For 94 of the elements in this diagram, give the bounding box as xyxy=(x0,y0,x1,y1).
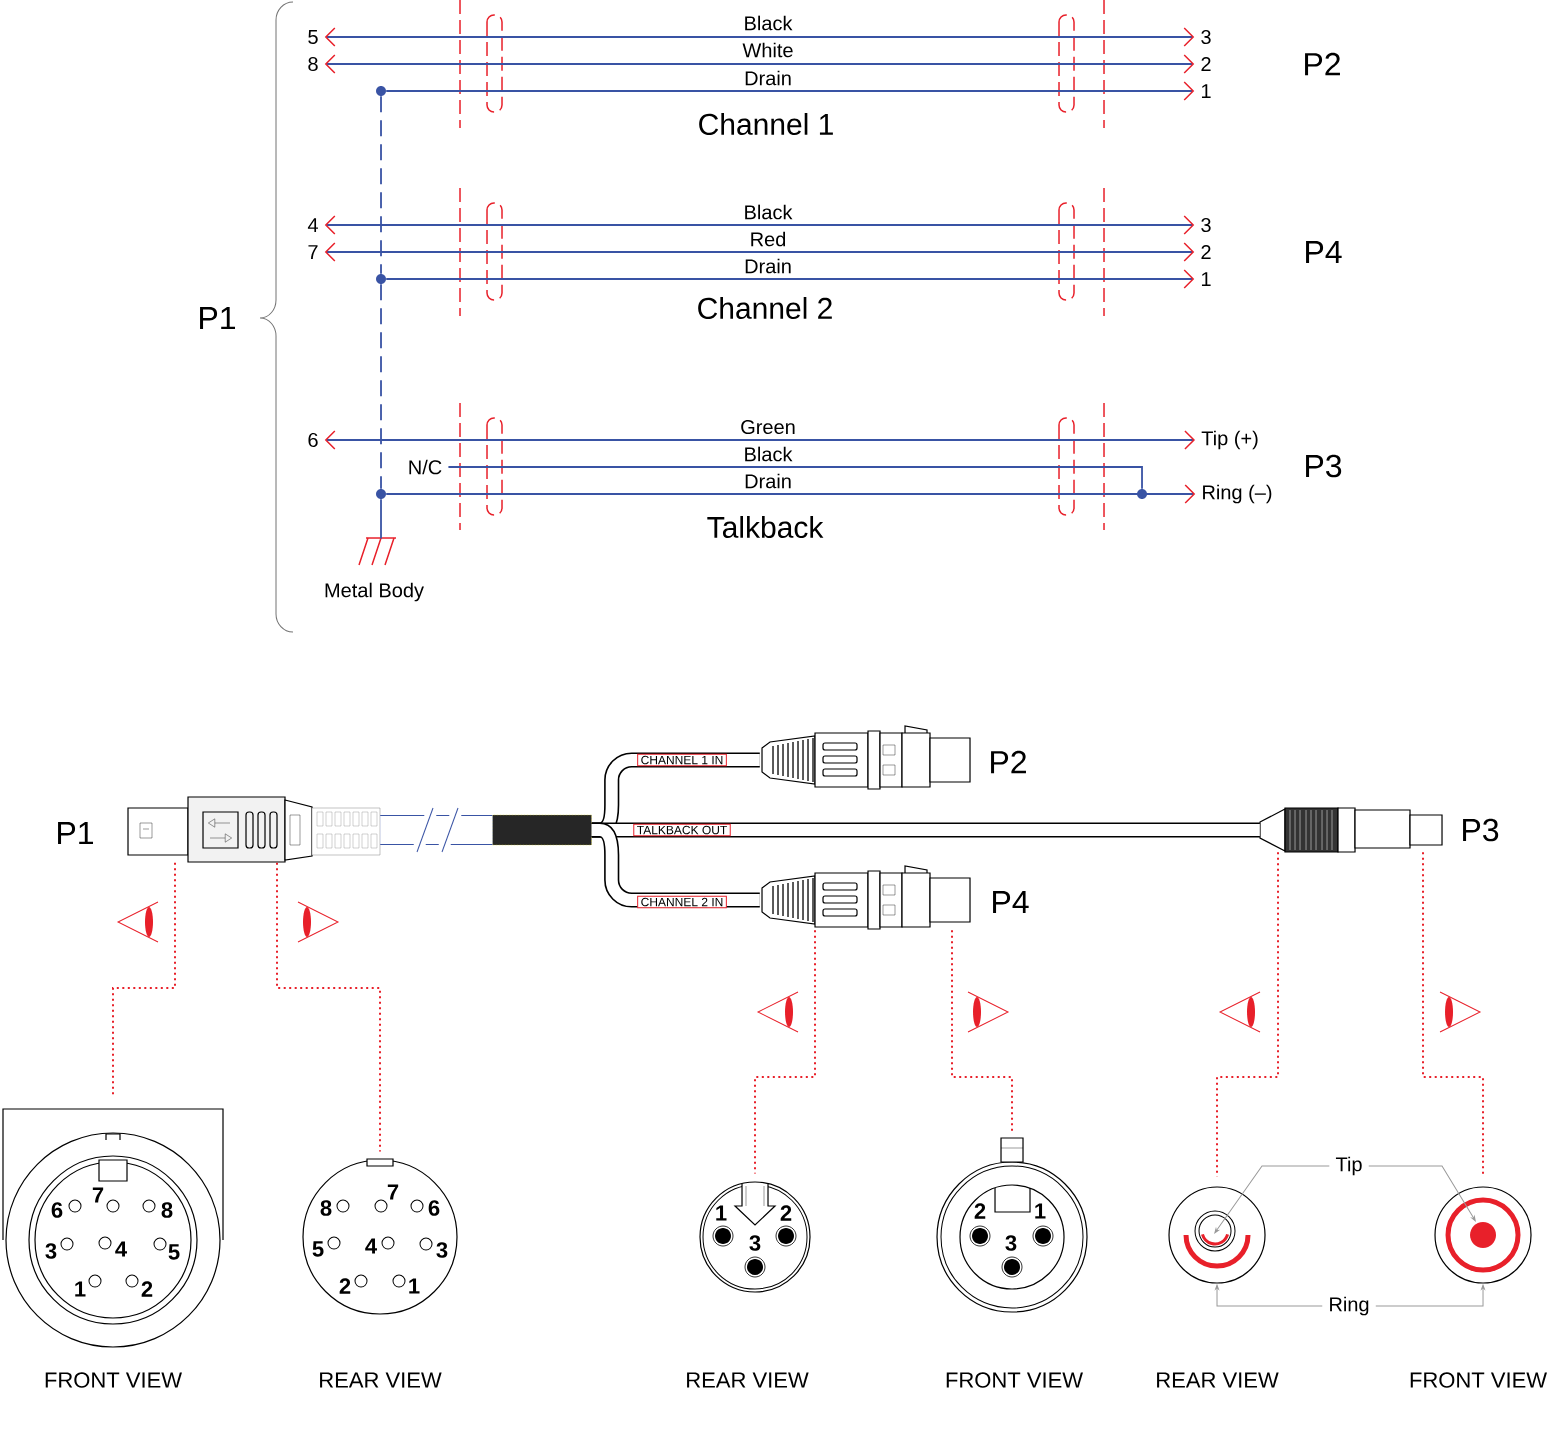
wire xyxy=(447,466,1143,490)
connector-label: P4 xyxy=(993,891,1029,913)
pin-number: 7 xyxy=(92,1187,104,1203)
pin-number: 3 xyxy=(436,1242,448,1258)
pin-number: 7 xyxy=(387,1184,399,1200)
pin-number: 3 xyxy=(749,1235,761,1251)
wire xyxy=(324,242,1195,262)
drain-bus xyxy=(380,95,382,275)
wire xyxy=(324,215,1195,235)
pin-number: 5 xyxy=(312,1241,324,1257)
pin-label: Tip (+) xyxy=(1201,430,1258,450)
pin-label: 1 xyxy=(1202,84,1211,98)
wire-label: Black xyxy=(743,446,793,462)
leader-line xyxy=(1375,1284,1485,1307)
drain-bus xyxy=(380,283,382,490)
cable xyxy=(380,815,493,845)
wire xyxy=(385,484,1196,504)
ground-wire xyxy=(380,498,382,540)
jack-face-drawing xyxy=(1434,1186,1532,1284)
caption-text: Metal Body xyxy=(325,582,424,602)
pin-number: 3 xyxy=(45,1243,57,1259)
pin-label: 4 xyxy=(307,218,318,232)
pin-number: 2 xyxy=(339,1278,351,1294)
connector-face-drawing xyxy=(302,1158,458,1315)
connector-label: P1 xyxy=(58,822,93,844)
connector-label: P3 xyxy=(1306,454,1342,478)
pin-number: 2 xyxy=(780,1205,792,1221)
pin-label: 3 xyxy=(1201,29,1211,45)
connector-label: P1 xyxy=(200,307,235,329)
channel-title: Channel 2 xyxy=(698,297,832,320)
leader-line xyxy=(1214,1165,1330,1234)
pin-number: 1 xyxy=(409,1278,420,1294)
caption-text: FRONT VIEW xyxy=(1410,1372,1547,1388)
connector-label: P2 xyxy=(991,750,1026,774)
caption-text: REAR VIEW xyxy=(1157,1372,1279,1388)
wire-label: Black xyxy=(743,204,793,220)
connector-label: P4 xyxy=(1306,241,1342,263)
pin-number: 8 xyxy=(320,1200,332,1216)
cable-label: TALKBACK OUT xyxy=(633,823,731,837)
wire xyxy=(324,54,1195,74)
wire xyxy=(385,269,1195,289)
pin-number: 1 xyxy=(75,1281,86,1297)
pin-number: 3 xyxy=(1005,1235,1017,1251)
pin-number: 4 xyxy=(365,1238,377,1254)
caption-text: REAR VIEW xyxy=(687,1372,809,1388)
channel-title: Channel 1 xyxy=(699,113,833,135)
pin-label: 2 xyxy=(1201,245,1211,259)
pin-number: 6 xyxy=(51,1202,63,1218)
caption-text: FRONT VIEW xyxy=(946,1372,1083,1388)
connector-face-drawing xyxy=(699,1181,811,1293)
wire-label: Green xyxy=(739,419,797,435)
nc-label: N/C xyxy=(409,459,442,475)
wire xyxy=(385,81,1195,101)
leader-line xyxy=(1215,1284,1323,1307)
pin-number: 8 xyxy=(161,1202,173,1218)
cable xyxy=(591,822,760,908)
connector-face-drawing xyxy=(2,1108,224,1348)
pin-number: 5 xyxy=(168,1244,180,1260)
caption-text: REAR VIEW xyxy=(320,1372,442,1388)
pin-label: 8 xyxy=(308,56,318,72)
wire xyxy=(324,27,1195,47)
pin-label: 1 xyxy=(1202,272,1211,286)
pin-number: 2 xyxy=(974,1203,986,1219)
pin-number: 4 xyxy=(115,1241,127,1257)
wire-label: Drain xyxy=(743,258,793,274)
pin-label: 6 xyxy=(308,432,318,448)
pin-label: 7 xyxy=(308,245,318,259)
wire-label: Black xyxy=(743,15,793,31)
pin-label: Ring (–) xyxy=(1203,484,1272,504)
pin-number: 6 xyxy=(428,1200,440,1216)
channel-title: Talkback xyxy=(707,516,824,539)
pin-label: 5 xyxy=(308,30,318,44)
wire-label: Red xyxy=(749,231,787,247)
connector-face-drawing xyxy=(936,1137,1088,1313)
pin-number: 1 xyxy=(1035,1203,1046,1219)
cable-sleeve xyxy=(492,814,592,846)
pin-number: 2 xyxy=(141,1281,153,1297)
view-leader-line xyxy=(276,861,381,1153)
view-leader-line xyxy=(951,929,1013,1133)
callout-text: Ring xyxy=(1330,1296,1369,1316)
pin-label: 2 xyxy=(1201,57,1211,71)
pin-number: 1 xyxy=(716,1205,727,1221)
wire-label: White xyxy=(741,42,795,58)
pin-label: 3 xyxy=(1201,217,1211,233)
caption-text: FRONT VIEW xyxy=(45,1372,182,1388)
cable-label: CHANNEL 2 IN xyxy=(637,895,727,909)
callout-text: Tip xyxy=(1335,1156,1362,1176)
wire-label: Drain xyxy=(743,473,793,489)
cable-label: CHANNEL 1 IN xyxy=(637,753,727,767)
connector-label: P3 xyxy=(1463,818,1499,842)
wire-label: Drain xyxy=(743,70,793,86)
leader-line xyxy=(1368,1165,1476,1222)
wire xyxy=(324,430,1196,450)
connector-label: P2 xyxy=(1305,52,1340,76)
